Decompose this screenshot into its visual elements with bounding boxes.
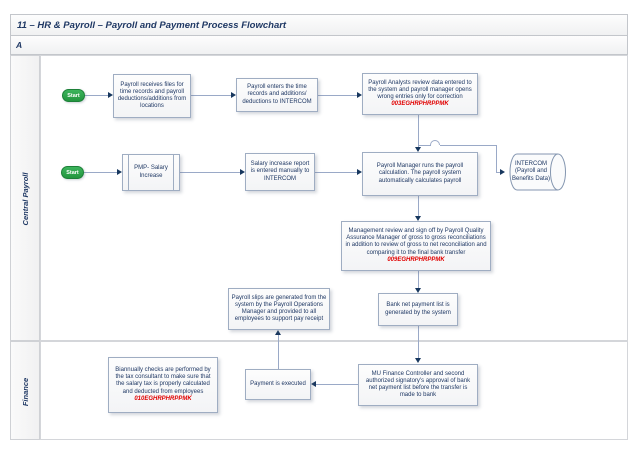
subprocess-pmp-salary-increase: PMP- Salary Increase xyxy=(122,154,180,191)
connector-line xyxy=(316,384,358,385)
connector-line xyxy=(315,172,357,173)
process-payroll-manager-calculation: Payroll Manager runs the payroll calcula… xyxy=(362,152,478,196)
process-code: 010EGHRPHRPPMK xyxy=(134,395,192,402)
process-mu-finance-approval: MU Finance Controller and second authori… xyxy=(358,364,478,406)
arrowhead-icon xyxy=(415,216,421,221)
connector-line xyxy=(418,271,419,288)
section-band: A xyxy=(10,36,628,55)
start-node-2: Start xyxy=(61,166,84,179)
connector-line xyxy=(418,115,419,147)
process-salary-report: Salary increase report is entered manual… xyxy=(245,153,315,191)
connector-line-hop xyxy=(430,140,440,145)
predefined-process-bar xyxy=(173,155,174,190)
process-receive-files: Payroll receives files for time records … xyxy=(113,74,191,118)
connector-line xyxy=(84,172,118,173)
process-payroll-slips: Payroll slips are generated from the sys… xyxy=(228,288,330,330)
process-code: 003EGHRPHRPPMK xyxy=(391,101,449,108)
lane-label-finance-text: Finance xyxy=(21,377,30,407)
process-payment-executed: Payment is executed xyxy=(245,369,311,400)
node-text: Payroll enters the time records and addi… xyxy=(242,84,312,105)
lane-label-central-payroll: Central Payroll xyxy=(10,55,40,341)
connector-line xyxy=(418,196,419,216)
section-band-label: A xyxy=(16,40,23,50)
node-text: PMP- Salary Increase xyxy=(134,165,168,179)
node-text: Salary increase report is entered manual… xyxy=(250,161,310,182)
connector-line xyxy=(278,335,279,369)
page-title-bar: 11 – HR & Payroll – Payroll and Payment … xyxy=(10,14,628,36)
arrowhead-icon xyxy=(415,358,421,363)
node-text: MU Finance Controller and second authori… xyxy=(365,370,471,399)
node-text: Bank net payment list is generated by th… xyxy=(385,302,451,316)
process-analysts-review: Payroll Analysts review data entered to … xyxy=(362,73,478,115)
start-node-2-label: Start xyxy=(66,169,79,176)
connector-line xyxy=(496,172,501,173)
connector-line xyxy=(440,145,497,146)
connector-line xyxy=(191,95,231,96)
arrowhead-icon xyxy=(108,92,113,98)
node-text: Biannually checks are performed by the t… xyxy=(115,367,211,395)
cylinder-shape-icon xyxy=(509,153,566,191)
arrowhead-icon xyxy=(311,381,316,387)
node-text: Payroll Analysts review data entered to … xyxy=(368,79,472,100)
arrowhead-icon xyxy=(357,92,362,98)
lane-label-central-payroll-text: Central Payroll xyxy=(21,172,30,226)
arrowhead-icon xyxy=(415,147,421,152)
node-text: Payroll Manager runs the payroll calcula… xyxy=(376,163,464,184)
arrowhead-icon xyxy=(240,169,245,175)
process-enter-time: Payroll enters the time records and addi… xyxy=(236,78,318,112)
node-text: Payroll slips are generated from the sys… xyxy=(231,294,327,323)
node-text: Payroll receives files for time records … xyxy=(117,81,187,110)
node-text: Payment is executed xyxy=(250,380,306,387)
predefined-process-bar xyxy=(128,155,129,190)
arrowhead-icon xyxy=(117,169,122,175)
connector-line xyxy=(180,172,241,173)
process-bank-net-payment-list: Bank net payment list is generated by th… xyxy=(378,293,458,326)
connector-line xyxy=(418,326,419,358)
lane-label-finance: Finance xyxy=(10,341,40,440)
arrowhead-icon xyxy=(231,92,236,98)
arrowhead-icon xyxy=(357,169,362,175)
node-text: Management review and sign off by Payrol… xyxy=(345,228,487,256)
arrowhead-icon xyxy=(275,330,281,335)
process-biannual-checks: Biannually checks are performed by the t… xyxy=(108,357,218,413)
process-code: 009EGHRPHRPPMK xyxy=(387,256,445,263)
connector-line xyxy=(496,145,497,172)
process-management-review: Management review and sign off by Payrol… xyxy=(341,221,491,271)
connector-line xyxy=(318,95,357,96)
start-node-1: Start xyxy=(62,89,85,102)
datastore-intercom: INTERCOM (Payroll and Benefits Data) xyxy=(505,153,567,191)
node-text: INTERCOM (Payroll and Benefits Data) xyxy=(511,160,551,182)
arrowhead-icon xyxy=(415,288,421,293)
connector-line xyxy=(85,95,109,96)
start-node-1-label: Start xyxy=(67,92,80,99)
arrowhead-icon xyxy=(500,169,505,175)
connector-line xyxy=(418,145,431,146)
page-title: 11 – HR & Payroll – Payroll and Payment … xyxy=(17,19,287,31)
